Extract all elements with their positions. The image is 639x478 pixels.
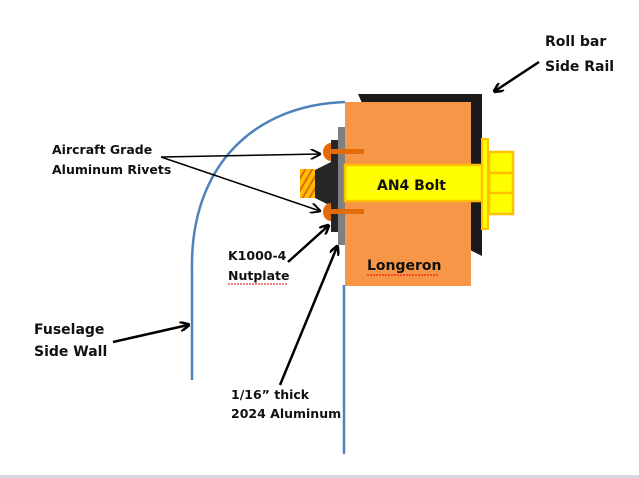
roll-bar-label-line2: Side Rail bbox=[545, 59, 614, 75]
rivets-label-line1: Aircraft Grade bbox=[52, 142, 152, 157]
nutplate-flange bbox=[331, 140, 338, 232]
rivets-label-line2: Aluminum Rivets bbox=[52, 162, 171, 177]
rivet-arrow-top bbox=[160, 154, 320, 157]
rivet-head-bottom bbox=[323, 203, 331, 221]
longeron-label: Longeron bbox=[367, 258, 442, 274]
aluminum-label-line2: 2024 Aluminum bbox=[231, 406, 341, 421]
fuselage-arrow bbox=[112, 325, 188, 344]
bolt-label: AN4 Bolt bbox=[377, 178, 446, 194]
rivet-shank-top bbox=[331, 149, 364, 154]
fuselage-skin-curve bbox=[190, 100, 346, 380]
nutplate-arrow bbox=[287, 226, 328, 263]
nutplate-label-line1: K1000-4 bbox=[228, 248, 287, 263]
bolt-head bbox=[487, 150, 515, 216]
bolt-shank bbox=[343, 163, 484, 203]
aluminum-label-line1: 1/16” thick bbox=[231, 387, 310, 402]
aluminum-plate bbox=[338, 127, 345, 245]
bolt-thread bbox=[300, 169, 315, 198]
rivet-head-top bbox=[323, 143, 331, 161]
rivet-arrow-bottom bbox=[160, 156, 320, 211]
roll-bar-arrow bbox=[495, 60, 540, 91]
roll-bar-label-line1: Roll bar bbox=[545, 34, 606, 50]
nutplate-body bbox=[315, 162, 331, 206]
rivet-shank-bottom bbox=[331, 209, 364, 214]
nutplate-label-line2: Nutplate bbox=[228, 268, 289, 283]
bottom-border bbox=[0, 475, 639, 478]
aluminum-arrow bbox=[278, 247, 337, 386]
bolt-washer bbox=[481, 138, 489, 230]
fuselage-label-line2: Side Wall bbox=[34, 344, 107, 360]
fuselage-label-line1: Fuselage bbox=[34, 322, 104, 338]
